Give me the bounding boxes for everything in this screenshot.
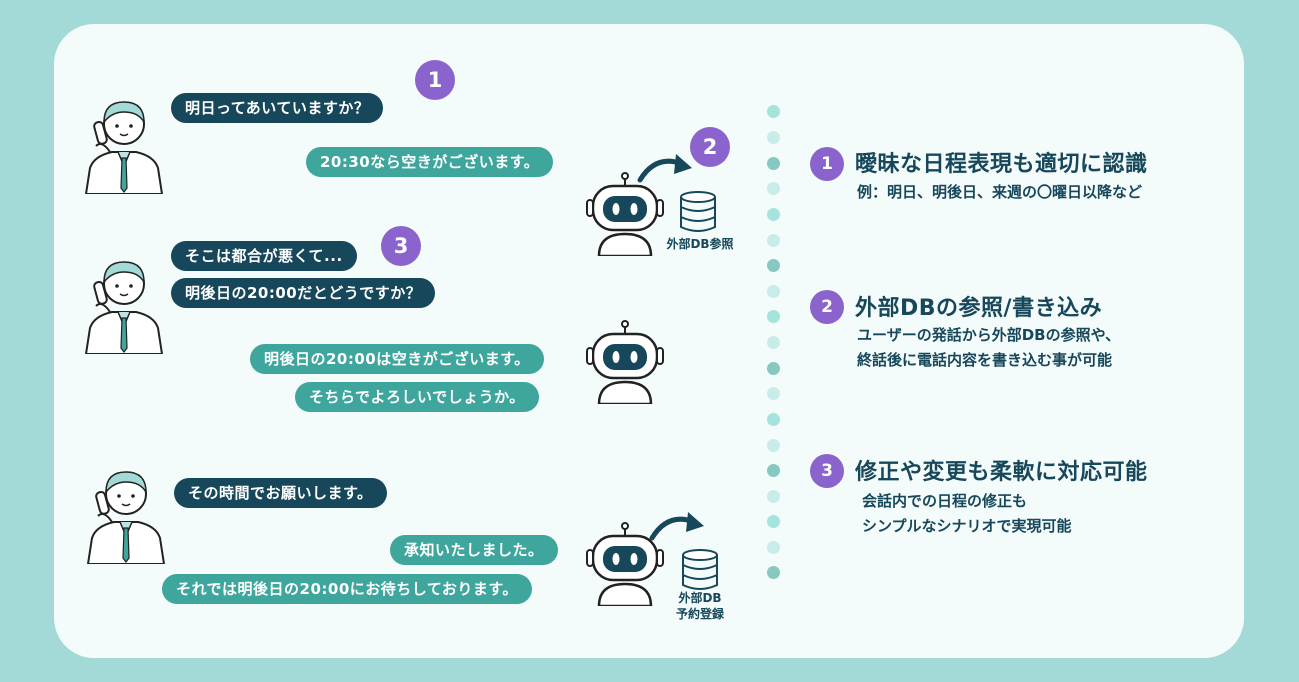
user-message: その時間でお願いします。 — [174, 478, 387, 508]
caller-person-icon — [84, 261, 164, 354]
user-message: 明日ってあいていますか？ — [171, 93, 384, 123]
divider-dot — [767, 285, 780, 298]
divider-dot — [767, 362, 780, 375]
feature-title: 修正や変更も柔軟に対応可能 — [855, 460, 1148, 485]
divider-dot — [767, 105, 780, 118]
user-message: 明後日の20:00だとどうですか？ — [171, 278, 436, 308]
feature-title: 曖昧な日程表現も適切に認識 — [855, 152, 1148, 177]
divider-dot — [767, 157, 780, 170]
robot-icon — [586, 320, 664, 404]
marker-2: 2 — [690, 127, 730, 167]
caller-person-icon — [86, 471, 166, 564]
divider-dot — [767, 490, 780, 503]
user-message: そこは都合が悪くて... — [171, 241, 357, 271]
divider-dot — [767, 336, 780, 349]
marker-3: 3 — [381, 226, 421, 266]
divider-dot — [767, 387, 780, 400]
divider-dot — [767, 182, 780, 195]
divider-dot — [767, 259, 780, 272]
caller-person-icon — [84, 101, 164, 194]
feature-description: 会話内での日程の修正も シンプルなシナリオで実現可能 — [862, 492, 1072, 535]
database-icon — [682, 549, 718, 590]
divider-dot — [767, 234, 780, 247]
bot-message: 明後日の20:00は空きがございます。 — [250, 344, 544, 374]
divider-dot — [767, 413, 780, 426]
feature-description: 例：明日、明後日、来週の〇曜日以降など — [857, 183, 1143, 201]
feature-number: 1 — [810, 147, 844, 181]
divider-dot — [767, 464, 780, 477]
database-icon — [680, 191, 716, 232]
arrow-icon — [637, 154, 692, 183]
divider-dot — [767, 208, 780, 221]
divider-dot — [767, 515, 780, 528]
robot-icon — [586, 172, 664, 256]
bot-message: 20:30なら空きがございます。 — [306, 147, 554, 177]
feature-number: 2 — [810, 290, 844, 324]
divider-dot — [767, 131, 780, 144]
divider-dot — [767, 541, 780, 554]
bot-message: 承知いたしました。 — [390, 535, 558, 565]
robot-icon — [586, 522, 664, 606]
db-register-label: 外部DB 予約登録 — [675, 591, 724, 621]
feature-title: 外部DBの参照/書き込み — [855, 296, 1103, 321]
divider-dot — [767, 310, 780, 323]
divider-dot — [767, 566, 780, 579]
arrow-icon — [649, 512, 704, 541]
bot-message: そちらでよろしいでしょうか。 — [295, 382, 539, 412]
feature-number: 3 — [810, 454, 844, 488]
bot-message: それでは明後日の20:00にお待ちしております。 — [162, 574, 532, 604]
marker-1: 1 — [415, 60, 455, 100]
divider-dot — [767, 439, 780, 452]
feature-description: ユーザーの発話から外部DBの参照や、 終話後に電話内容を書き込む事が可能 — [857, 326, 1121, 369]
db-reference-label: 外部DB参照 — [666, 237, 734, 251]
